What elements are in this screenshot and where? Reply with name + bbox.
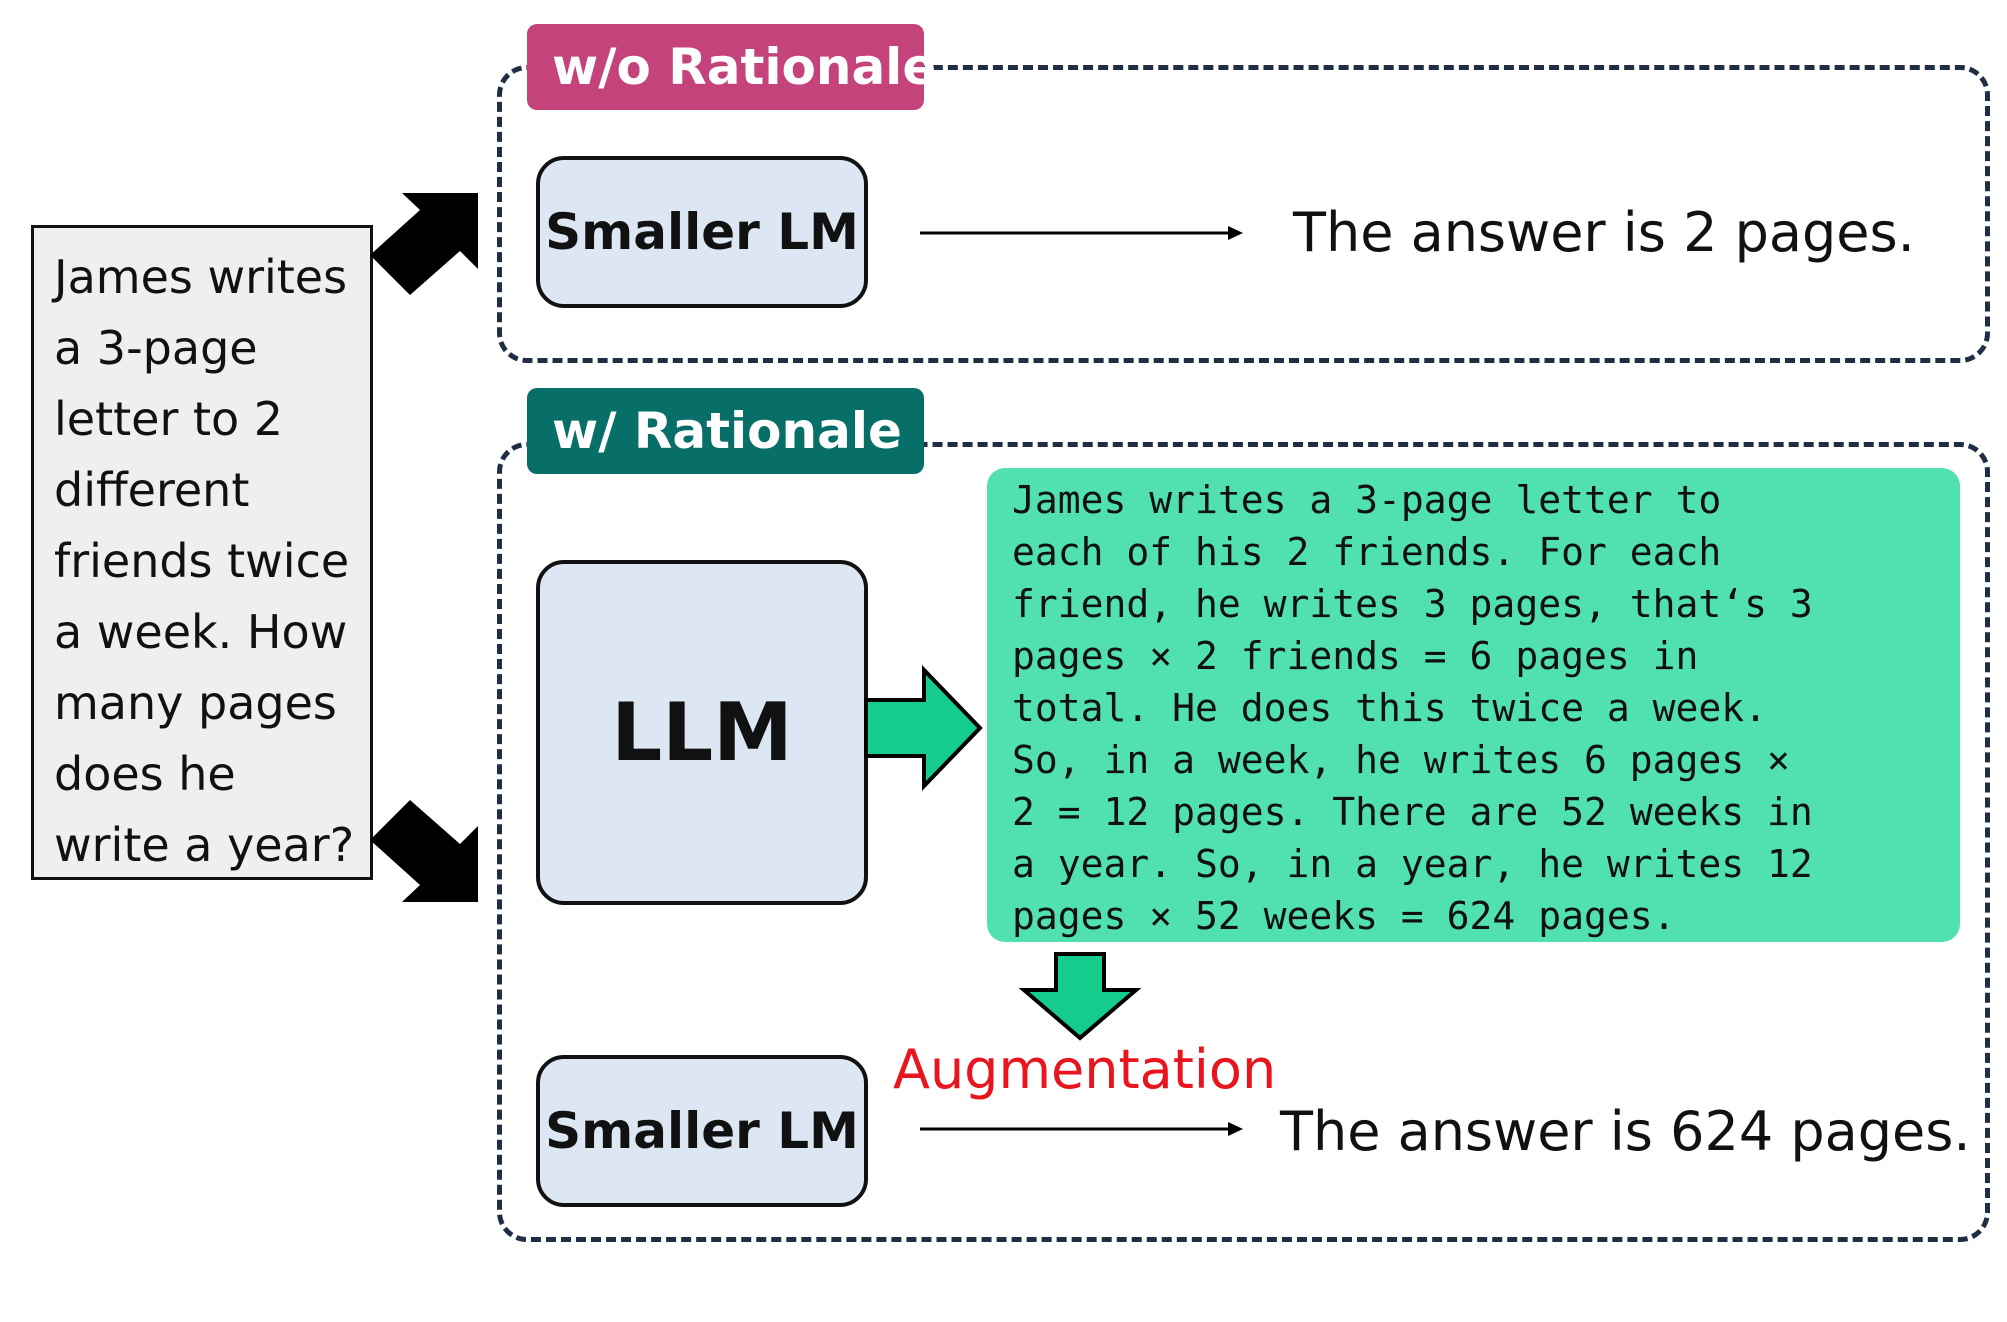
green-arrow-right-icon bbox=[864, 665, 983, 791]
without-rationale-panel bbox=[497, 65, 1990, 363]
arrow-right-icon bbox=[920, 1122, 1243, 1136]
smaller-lm-box-bottom: Smaller LM bbox=[536, 1055, 868, 1207]
question-box: James writes a 3-page letter to 2 differ… bbox=[31, 225, 373, 880]
arrow-to-bottom-panel-icon bbox=[370, 800, 478, 902]
smaller-lm-box-top: Smaller LM bbox=[536, 156, 868, 308]
green-arrow-down-icon bbox=[1018, 952, 1142, 1041]
arrow-right-icon bbox=[920, 226, 1243, 240]
answer-without-rationale: The answer is 2 pages. bbox=[1293, 201, 1915, 264]
augmentation-label: Augmentation bbox=[893, 1038, 1277, 1101]
with-rationale-tag: w/ Rationale bbox=[527, 388, 924, 474]
arrow-to-top-panel-icon bbox=[370, 193, 478, 295]
with-rationale-panel bbox=[497, 442, 1990, 1242]
answer-with-rationale: The answer is 624 pages. bbox=[1280, 1100, 1971, 1163]
llm-box: LLM bbox=[536, 560, 868, 905]
without-rationale-tag: w/o Rationale bbox=[527, 24, 936, 110]
rationale-text-box: James writes a 3-page letter to each of … bbox=[987, 468, 1960, 942]
